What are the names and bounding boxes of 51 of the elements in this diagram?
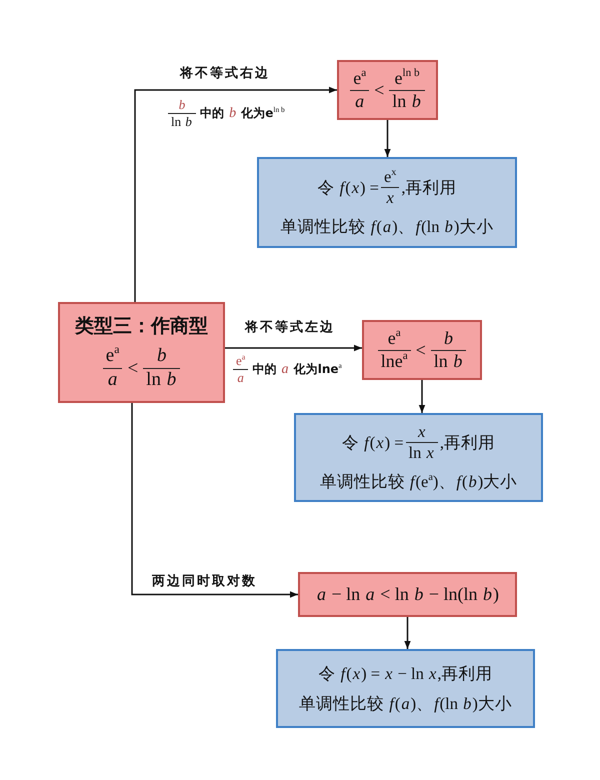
arrow: [404, 617, 411, 649]
formula-numerator: b: [143, 345, 180, 369]
type-heading: 类型三：作商型: [75, 314, 208, 340]
formula-denominator: x: [385, 188, 395, 208]
formula-box: [362, 320, 482, 380]
formula-numerator: b: [430, 328, 466, 350]
formula-denominator: lne$^{a}$: [380, 350, 409, 372]
relation-sign: <: [416, 340, 426, 360]
formula-denominator: ln b: [432, 350, 464, 372]
method-text: 单调性比较 f(a)、f(ln b)大小: [299, 692, 512, 714]
formula-box: [337, 60, 438, 120]
formula-denominator: ln b: [170, 114, 193, 130]
arrow: [134, 86, 337, 302]
formula-denominator: ln x: [408, 443, 435, 463]
method-box: [294, 413, 543, 502]
formula-numerator: x: [406, 422, 438, 443]
note-text: 中的 b 化为e$^{ln b}$: [200, 104, 285, 122]
method-box: [257, 157, 517, 248]
formula-denominator: a: [106, 369, 118, 392]
edge-label: 将不等式左边: [245, 320, 335, 336]
method-text: ,再利用: [440, 432, 495, 454]
formula-denominator: a: [354, 90, 366, 112]
formula-denominator: ln b: [391, 90, 422, 112]
type-box: [58, 302, 225, 403]
method-text: 单调性比较 f(a)、f(ln b)大小: [280, 216, 494, 238]
note-text: 中的 a 化为lne$^{a}$: [252, 360, 342, 378]
formula-box: [298, 572, 517, 617]
method-text: 令 f(x) = x − ln x,再利用: [318, 662, 492, 684]
arrow: [418, 380, 426, 413]
formula-numerator: e$^{a}$: [102, 345, 122, 369]
formula-numerator: e$^{x}$: [380, 167, 400, 188]
formula-denominator: a: [236, 370, 245, 386]
formula-numerator: b: [168, 97, 196, 114]
arrow: [384, 120, 391, 157]
formula-numerator: e$^{ln b}$: [389, 68, 425, 90]
formula-numerator: e$^{a}$: [233, 353, 248, 370]
formula-numerator: e$^{a}$: [350, 68, 370, 90]
method-text: 令 f(x) =: [342, 432, 404, 454]
edge-label: 将不等式右边: [180, 66, 270, 82]
method-text: ,再利用: [401, 176, 457, 198]
arrow: [131, 403, 298, 598]
relation-sign: <: [374, 80, 384, 100]
formula-denominator: ln b: [145, 369, 178, 392]
method-box: [276, 649, 535, 728]
formula-text: a − ln a < ln b − ln(ln b): [316, 584, 499, 605]
arrow: [225, 344, 362, 352]
method-text: 令 f(x) =: [317, 176, 379, 198]
edge-label: 两边同时取对数: [152, 574, 257, 590]
formula-numerator: e$^{a}$: [378, 328, 411, 350]
method-text: 单调性比较 f(e$^{a}$)、f(b)大小: [320, 470, 518, 493]
relation-sign: <: [127, 358, 138, 380]
